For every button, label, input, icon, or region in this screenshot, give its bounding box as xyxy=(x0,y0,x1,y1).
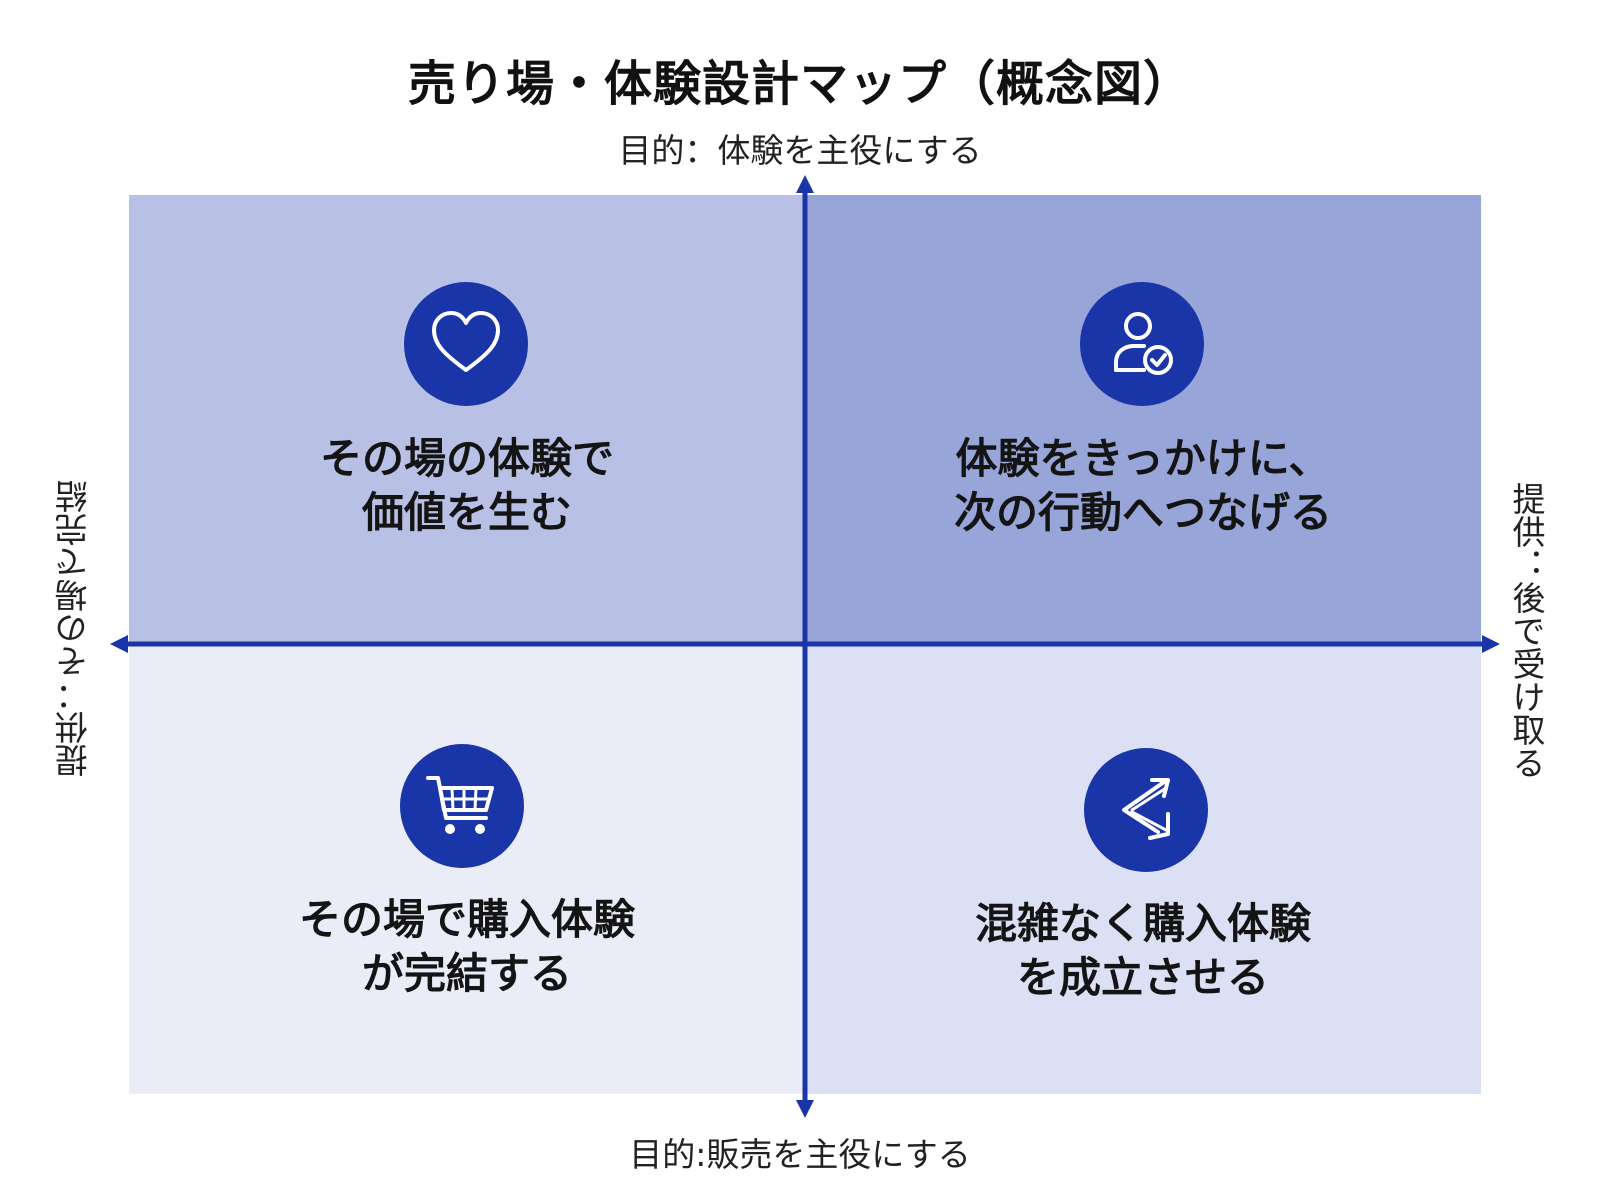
quadrant-top-right-text: 体験をきっかけに、 次の行動へつなげる xyxy=(805,432,1481,540)
quadrant-top-right-line1: 体験をきっかけに、 xyxy=(955,434,1331,483)
quadrant-top-left-line1: その場の体験で xyxy=(319,434,614,483)
user-check-icon xyxy=(1114,312,1173,375)
route-arrows-icon-badge xyxy=(1084,748,1208,872)
quadrant-top-right-line2: 次の行動へつなげる xyxy=(953,488,1332,537)
user-check-icon-badge xyxy=(1080,282,1204,406)
shopping-cart-icon-badge xyxy=(400,744,524,868)
quadrant-bottom-right-text: 混雑なく購入体験 を成立させる xyxy=(805,897,1481,1005)
left-arrowhead xyxy=(110,635,128,653)
quadrant-bottom-left-line1: その場で購入体験 xyxy=(298,895,635,944)
heart-icon-badge xyxy=(404,282,528,406)
axis-label-bottom: 目的:販売を主役にする xyxy=(629,1135,971,1174)
quadrant-bottom-right-line2: を成立させる xyxy=(1016,953,1269,1002)
quadrant-bottom-left xyxy=(129,644,805,1094)
route-arrows-icon xyxy=(1122,778,1170,840)
quadrant-bottom-right-line1: 混雑なく購入体験 xyxy=(974,899,1311,948)
quadrant-bottom-left-line2: が完結する xyxy=(361,949,572,998)
quadrant-top-left xyxy=(129,195,805,644)
quadrant-top-right xyxy=(805,195,1481,644)
quadrant-bottom-left-text: その場で購入体験 が完結する xyxy=(129,893,805,1001)
heart-icon xyxy=(432,311,500,372)
quadrant-top-left-text: その場の体験で 価値を生む xyxy=(129,432,805,540)
page-title: 売り場・体験設計マップ（概念図） xyxy=(407,56,1192,112)
right-arrowhead xyxy=(1482,635,1500,653)
quadrant-top-left-line2: 価値を生む xyxy=(361,488,572,537)
top-arrowhead xyxy=(796,175,814,193)
axis-label-right: 提供：後で受け取る xyxy=(1507,482,1546,779)
bottom-arrowhead xyxy=(796,1100,814,1118)
axis-label-top: 目的：体験を主役にする xyxy=(618,131,982,170)
shopping-cart-icon xyxy=(426,776,494,834)
